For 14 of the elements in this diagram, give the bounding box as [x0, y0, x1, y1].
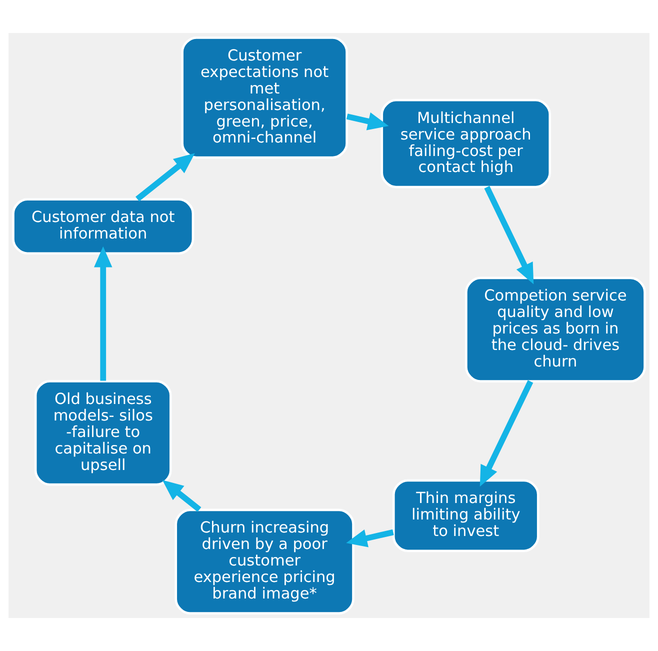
arrow [162, 480, 202, 512]
arrow [136, 153, 195, 202]
node-box: Multichannel service approach failing-cost per contact high [380, 98, 552, 188]
node-box: Churn increasing driven by a poor customer experience pricing brand image* [174, 508, 354, 614]
arrow [346, 529, 394, 548]
arrow [480, 380, 534, 487]
arrow [484, 186, 534, 284]
node-box: Customer data not information [12, 198, 194, 255]
node-box: Competion service quality and low prices as born in the cloud- drives churn [465, 276, 646, 382]
node-box: Customer expectations not met personalisation, green, price, omni-channel [181, 36, 348, 159]
node-box: Thin margins limiting ability to invest [392, 479, 540, 552]
arrow [346, 112, 389, 130]
node-box: Old business models- silos -failure to capitalise on upsell [34, 380, 172, 486]
arrow [94, 246, 112, 381]
